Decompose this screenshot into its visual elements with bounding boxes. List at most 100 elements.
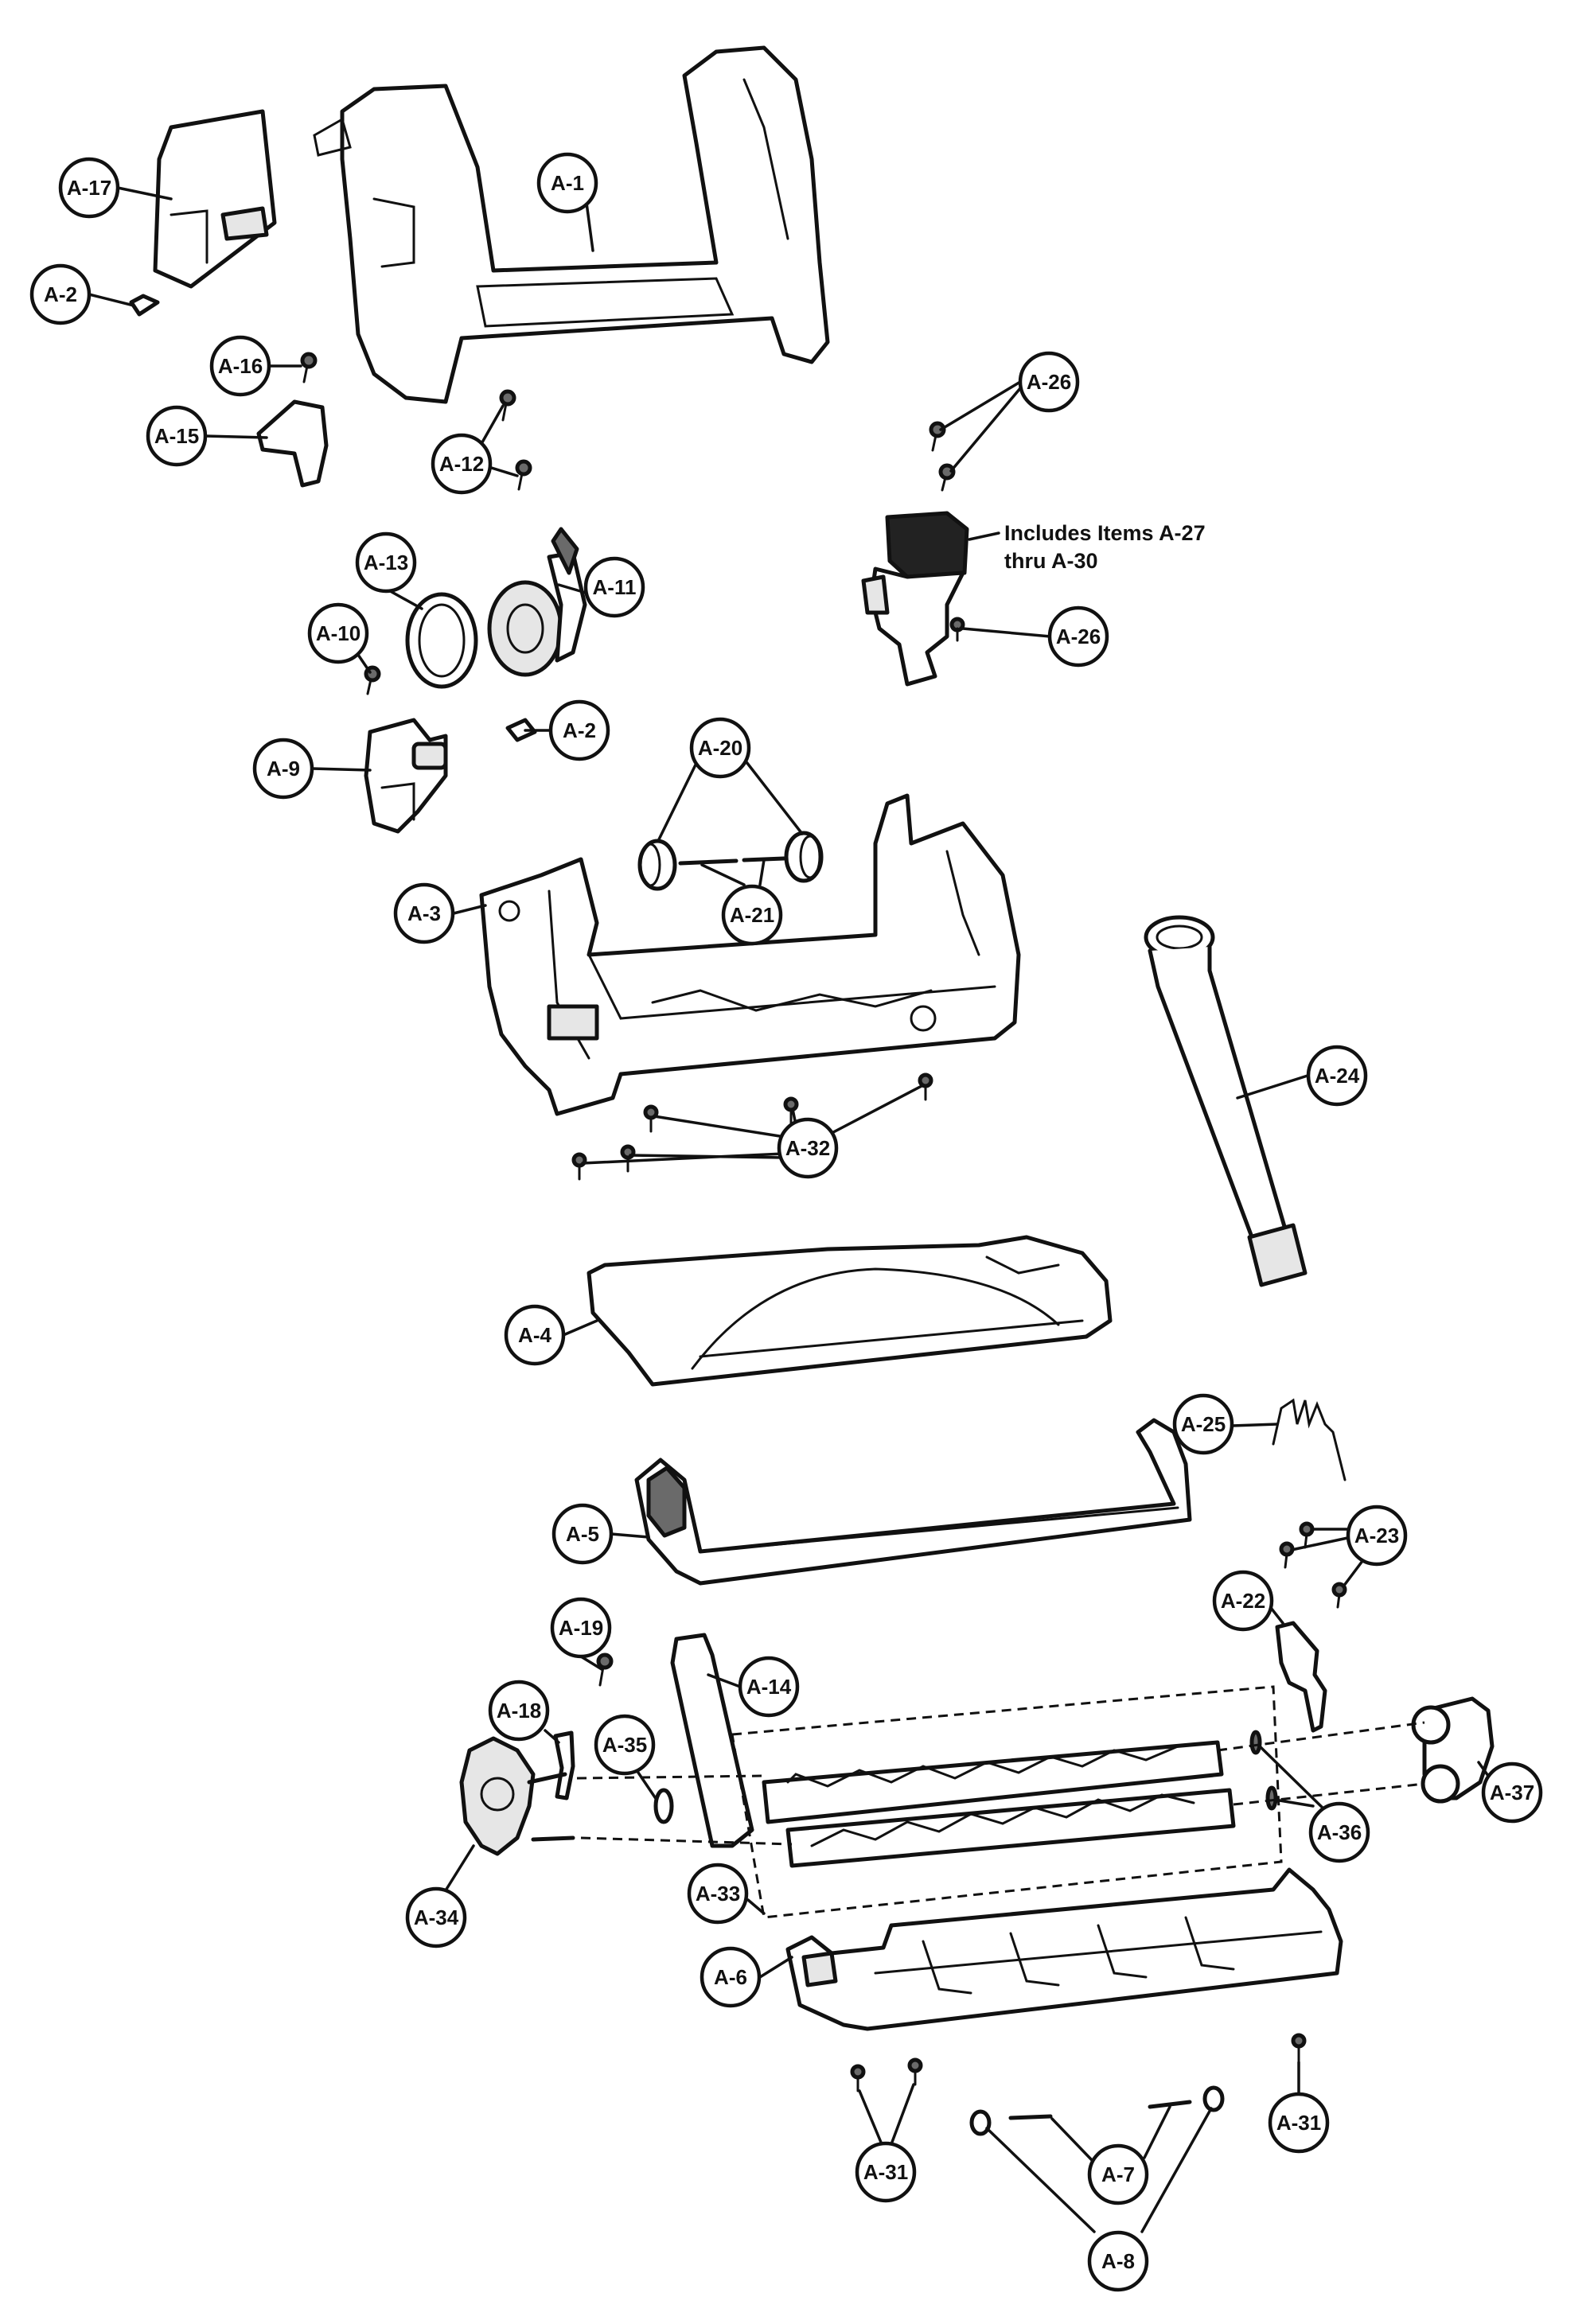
callout-a1: A-1 <box>536 152 598 214</box>
svg-text:A-34: A-34 <box>414 1906 459 1929</box>
callout-a34: A-34 <box>405 1886 467 1948</box>
svg-text:A-15: A-15 <box>154 424 199 448</box>
callout-a32: A-32 <box>777 1117 839 1179</box>
svg-text:A-18: A-18 <box>497 1699 541 1723</box>
leader-lines <box>88 186 1490 2233</box>
callout-a25: A-25 <box>1172 1393 1234 1455</box>
callout-a6: A-6 <box>700 1946 762 2008</box>
callout-a5: A-5 <box>551 1503 614 1565</box>
svg-text:A-17: A-17 <box>67 176 111 200</box>
callout-a22: A-22 <box>1212 1570 1274 1632</box>
callout-a23: A-23 <box>1346 1505 1408 1567</box>
callout-a33: A-33 <box>687 1863 749 1925</box>
callout-a16: A-16 <box>209 335 271 397</box>
svg-text:A-24: A-24 <box>1315 1064 1360 1088</box>
svg-text:A-37: A-37 <box>1490 1781 1534 1804</box>
part-a23-screws <box>1279 1521 1347 1609</box>
callout-a17: A-17 <box>58 157 120 219</box>
svg-text:A-26: A-26 <box>1056 625 1101 648</box>
callout-a15: A-15 <box>146 405 208 467</box>
svg-text:A-6: A-6 <box>714 1965 747 1989</box>
part-a34-end-cap <box>459 1736 575 1856</box>
svg-text:A-22: A-22 <box>1221 1589 1265 1613</box>
svg-text:A-16: A-16 <box>218 354 263 378</box>
svg-text:A-23: A-23 <box>1354 1524 1399 1547</box>
svg-text:A-10: A-10 <box>316 621 361 645</box>
callout-a3: A-3 <box>393 882 455 944</box>
svg-text:A-11: A-11 <box>593 575 637 599</box>
part-a14-shroud <box>670 1633 754 1848</box>
part-a7-axles <box>1008 2100 1192 2120</box>
callout-a7: A-7 <box>1087 2143 1149 2205</box>
svg-text:A-13: A-13 <box>364 551 408 574</box>
part-a24-hose-tube <box>1144 915 1308 1287</box>
callout-a36: A-36 <box>1308 1801 1370 1863</box>
part-a22-bracket <box>1275 1621 1327 1733</box>
svg-text:A-35: A-35 <box>602 1733 647 1757</box>
callout-a9: A-9 <box>252 738 314 800</box>
callout-a21: A-21 <box>721 884 783 946</box>
svg-text:A-7: A-7 <box>1101 2162 1135 2186</box>
part-a11-wheel-assembly <box>487 527 587 677</box>
svg-text:A-31: A-31 <box>1276 2111 1321 2135</box>
callout-a12: A-12 <box>431 433 493 495</box>
part-a16-screw <box>300 352 318 383</box>
svg-text:A-32: A-32 <box>785 1136 830 1160</box>
brushroll-axis-lines <box>576 1721 1425 1846</box>
callout-a31-left: A-31 <box>855 2141 917 2203</box>
part-a9-switch-bracket <box>364 718 448 834</box>
part-a27-a30-switch-assembly <box>861 511 969 687</box>
svg-text:A-20: A-20 <box>698 736 742 760</box>
callout-a18: A-18 <box>488 1680 550 1742</box>
part-a5-bumper <box>634 1418 1192 1586</box>
part-a17-side-cover <box>153 109 277 289</box>
svg-text:A-1: A-1 <box>551 171 584 195</box>
svg-text:A-9: A-9 <box>267 757 300 781</box>
part-a31-screws <box>850 2033 1307 2092</box>
part-a4-top-cover <box>587 1235 1113 1387</box>
part-a12-screw-2 <box>515 459 532 491</box>
svg-text:A-33: A-33 <box>696 1882 740 1906</box>
includes-note-line1: Includes Items A-27 <box>1004 521 1206 545</box>
part-a26-screw-2 <box>938 463 956 492</box>
callout-a8: A-8 <box>1087 2230 1149 2292</box>
part-a36-washers <box>1249 1730 1278 1811</box>
callout-a24: A-24 <box>1306 1045 1368 1107</box>
svg-text:A-8: A-8 <box>1101 2249 1135 2273</box>
part-a1-handle-frame <box>313 45 830 404</box>
part-a18-clip <box>553 1730 575 1800</box>
part-a26-screw-1 <box>929 421 946 452</box>
svg-text:A-4: A-4 <box>518 1323 551 1347</box>
callout-a26-top: A-26 <box>1018 351 1080 413</box>
part-a13-ring <box>405 592 478 689</box>
svg-text:A-25: A-25 <box>1181 1412 1226 1436</box>
part-a21-axle-left <box>678 858 739 866</box>
part-a20-wheel-left <box>637 839 677 891</box>
svg-text:A-2: A-2 <box>44 282 77 306</box>
callout-a11: A-11 <box>583 556 645 618</box>
svg-text:A-2: A-2 <box>563 718 596 742</box>
callout-a19: A-19 <box>550 1597 612 1659</box>
part-a2-clip-lower <box>505 718 537 742</box>
callout-a37: A-37 <box>1481 1761 1543 1824</box>
part-a37-end-cap <box>1411 1696 1495 1804</box>
svg-text:A-36: A-36 <box>1317 1820 1362 1844</box>
callout-a35: A-35 <box>594 1714 656 1776</box>
svg-text:A-26: A-26 <box>1027 370 1071 394</box>
svg-text:A-3: A-3 <box>407 901 441 925</box>
callout-a14: A-14 <box>738 1656 800 1718</box>
callout-a20: A-20 <box>689 717 751 779</box>
svg-text:A-19: A-19 <box>559 1616 603 1640</box>
part-a6-base-plate <box>785 1867 1343 2031</box>
part-a35-washer <box>653 1788 674 1824</box>
part-a10-screw <box>364 665 381 695</box>
part-a2-clip-upper <box>129 294 160 317</box>
callout-a13: A-13 <box>355 531 417 594</box>
part-a12-screw-1 <box>499 389 516 422</box>
svg-text:A-5: A-5 <box>566 1522 599 1546</box>
svg-text:A-12: A-12 <box>439 452 484 476</box>
part-a26-screw-3 <box>949 617 965 642</box>
callout-a31-right: A-31 <box>1268 2092 1330 2154</box>
callout-a26-mid: A-26 <box>1047 605 1109 668</box>
